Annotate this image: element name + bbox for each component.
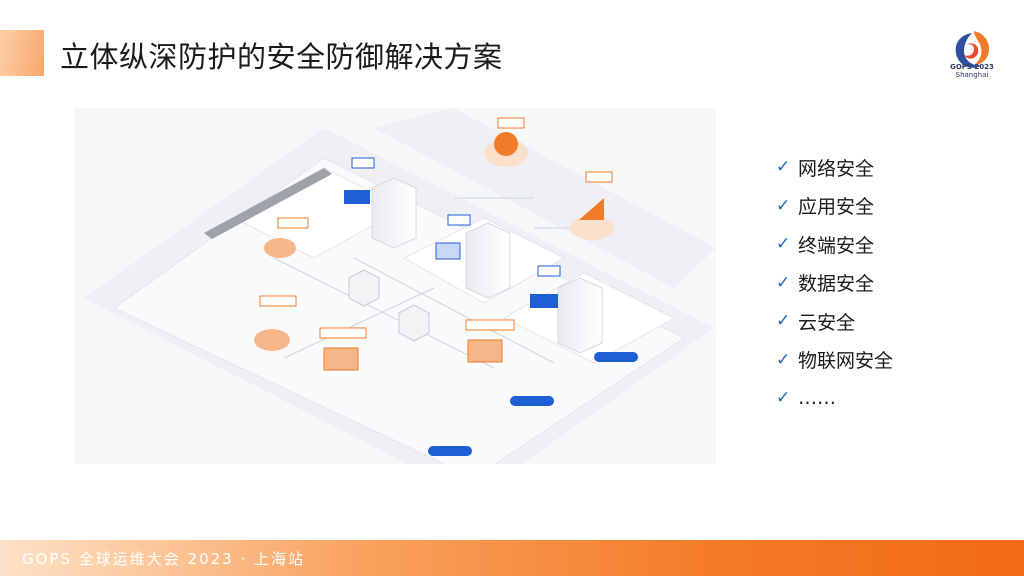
check-mark-icon: ✓ xyxy=(776,311,791,332)
cloud-icon xyxy=(254,217,309,351)
footer-text: GOPS 全球运维大会 2023 · 上海站 xyxy=(22,550,306,568)
check-mark-icon: ✓ xyxy=(776,195,791,216)
logo-caption: GOPS 2023 Shanghai xyxy=(940,63,1004,79)
security-checklist: ✓ 网络安全 ✓ 应用安全 ✓ 终端安全 ✓ 数据安全 ✓ 云安全 ✓ 物联网安… xyxy=(776,148,893,418)
check-mark-icon: ✓ xyxy=(776,234,791,255)
gops-logo xyxy=(955,31,990,68)
diagram-pill-tags xyxy=(428,352,638,456)
check-mark-icon: ✓ xyxy=(776,388,791,409)
list-item: ✓ 物联网安全 xyxy=(776,341,893,380)
footer-bar: GOPS 全球运维大会 2023 · 上海站 xyxy=(0,540,1024,576)
check-mark-icon: ✓ xyxy=(776,349,791,370)
list-item-label: 云安全 xyxy=(798,311,856,334)
list-item-label: 数据安全 xyxy=(798,273,875,296)
check-mark-icon: ✓ xyxy=(776,157,791,178)
list-item: ✓ …… xyxy=(776,379,893,418)
list-item-label: 网络安全 xyxy=(798,157,875,180)
list-item-label: 终端安全 xyxy=(798,234,875,257)
list-item: ✓ 网络安全 xyxy=(776,148,893,187)
connection-lines xyxy=(273,197,574,369)
server-icon-c xyxy=(530,265,603,354)
security-architecture-diagram xyxy=(74,108,716,464)
network-device-icons xyxy=(348,269,430,342)
list-item: ✓ 云安全 xyxy=(776,302,893,341)
security-device-icons xyxy=(319,319,515,371)
list-item: ✓ 数据安全 xyxy=(776,264,893,303)
check-mark-icon: ✓ xyxy=(776,272,791,293)
list-item-label: 物联网安全 xyxy=(798,350,894,373)
server-icon-b xyxy=(435,214,511,299)
page-title: 立体纵深防护的安全防御解决方案 xyxy=(60,40,503,74)
list-item-label: 应用安全 xyxy=(798,196,875,219)
list-item: ✓ 应用安全 xyxy=(776,187,893,226)
title-accent-bar xyxy=(0,30,44,76)
network-bar xyxy=(204,168,332,239)
logo-line-1: GOPS 2023 xyxy=(950,63,994,71)
satellite-dish-icon xyxy=(484,117,614,240)
server-icon-a xyxy=(344,157,417,249)
logo-line-2: Shanghai xyxy=(955,71,989,79)
list-item: ✓ 终端安全 xyxy=(776,225,893,264)
list-item-label: …… xyxy=(798,387,836,410)
platform-top-right xyxy=(374,108,716,288)
